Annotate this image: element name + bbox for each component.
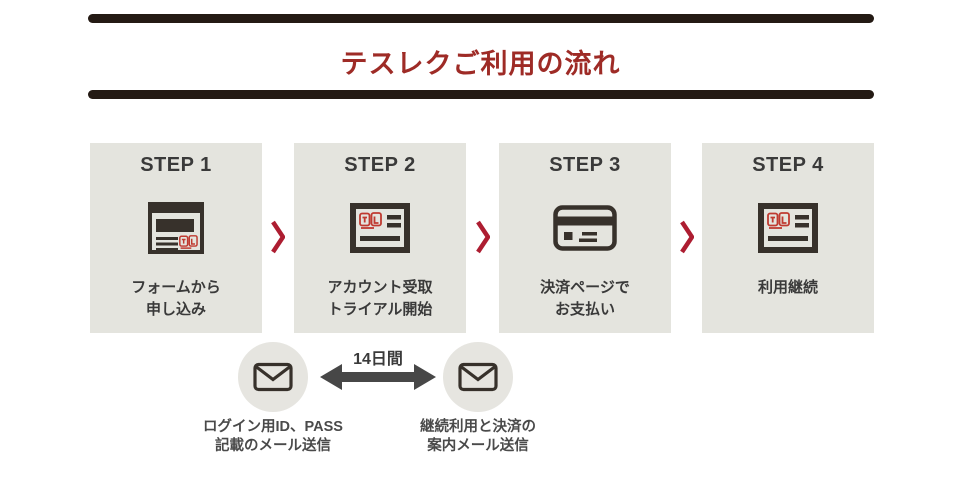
mail-badge-1 [238,342,308,412]
page-title: テスレクご利用の流れ [340,49,621,79]
mail-caption-2: 継続利用と決済の 案内メール送信 [420,419,536,454]
duration-label: 14日間 [353,351,403,368]
step-3-caption: 決済ページで お支払い [540,279,630,318]
step-2-label: STEP 2 [344,154,416,176]
step-3-label: STEP 3 [549,154,621,176]
step-4-label: STEP 4 [752,154,824,176]
mail-badge-2 [443,342,513,412]
header-rule-top [88,14,874,23]
step-box-2: STEP 2 アカウント受取 トライアル開始 [294,143,466,333]
step-1-caption: フォームから 申し込み [131,279,221,318]
step-1-label: STEP 1 [140,154,212,176]
step-box-4: STEP 4 利用継続 [702,143,874,333]
step-4-caption: 利用継続 [757,279,818,296]
form-window-icon [148,191,204,265]
chevron-right-icon [271,220,286,254]
mail-caption-1: ログイン用ID、PASS 記載のメール送信 [203,419,343,454]
chevron-right-icon [680,220,695,254]
account-screen-icon [758,191,818,265]
envelope-icon [253,362,293,392]
account-screen-icon [350,191,410,265]
double-arrow-icon [320,362,436,397]
step-box-3: STEP 3 決済ページで お支払い [499,143,671,333]
credit-card-icon [553,191,617,265]
chevron-right-icon [476,220,491,254]
envelope-icon [458,362,498,392]
step-2-caption: アカウント受取 トライアル開始 [327,279,433,318]
step-box-1: STEP 1 フォームから 申し込み [90,143,262,333]
header-rule-bottom [88,90,874,99]
